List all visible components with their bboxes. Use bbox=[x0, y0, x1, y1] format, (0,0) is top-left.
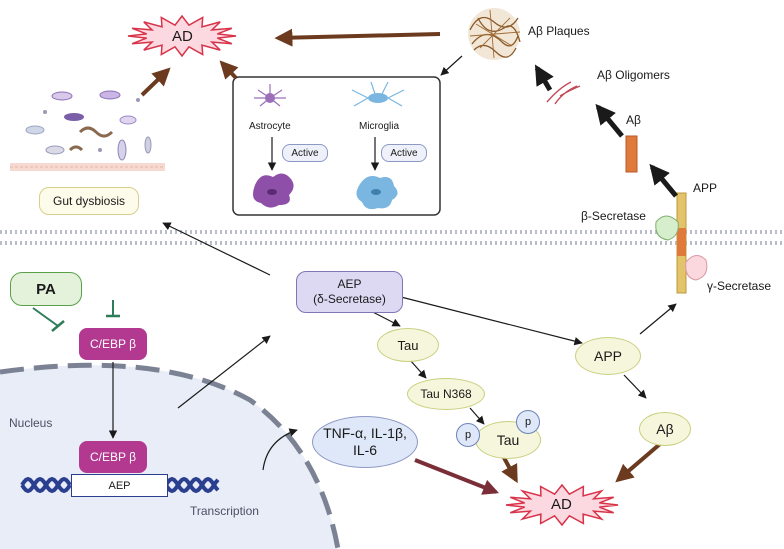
cebp-beta-nucleus: C/EBP β bbox=[79, 441, 147, 473]
arrows bbox=[32, 28, 678, 495]
beta-secretase-icon bbox=[655, 215, 679, 241]
dna-strand bbox=[20, 476, 220, 494]
phosphorylated-tau-oval: Tau bbox=[475, 421, 541, 459]
active-badge-astrocyte: Active bbox=[282, 144, 328, 162]
ab-oval: Aβ bbox=[639, 412, 691, 446]
aep-delta-secretase-box: AEP (δ-Secretase) bbox=[296, 271, 403, 313]
ab-oligomers-illustration bbox=[546, 81, 581, 105]
app-transmembrane-protein bbox=[625, 135, 687, 294]
gut-dysbiosis-box: Gut dysbiosis bbox=[39, 187, 139, 215]
nucleus-region bbox=[0, 362, 341, 549]
app-oval: APP bbox=[575, 337, 641, 375]
tau-n368-oval: Tau N368 bbox=[407, 378, 485, 410]
gamma-secretase-label: γ-Secretase bbox=[707, 279, 772, 293]
aep-label: AEP bbox=[337, 277, 362, 291]
beta-secretase-label: β-Secretase bbox=[581, 209, 646, 223]
astrocyte-icon bbox=[254, 84, 286, 107]
activated-astrocyte-icon bbox=[253, 173, 294, 208]
ab-label-top: Aβ bbox=[626, 113, 641, 127]
aep-gene-box: AEP bbox=[71, 474, 168, 497]
microglia-icon bbox=[351, 81, 405, 107]
nucleus-label: Nucleus bbox=[9, 416, 53, 430]
cell-membrane bbox=[0, 230, 784, 245]
app-label-top: APP bbox=[693, 181, 718, 195]
phosphate-badge-left: p bbox=[456, 423, 480, 447]
ab-oligomers-label: Aβ Oligomers bbox=[597, 68, 670, 82]
ad-label-top: AD bbox=[172, 28, 193, 45]
active-badge-microglia: Active bbox=[381, 144, 427, 162]
microglia-label: Microglia bbox=[359, 121, 400, 132]
delta-secretase-label: (δ-Secretase) bbox=[313, 292, 386, 306]
glial-cells-panel bbox=[232, 76, 441, 216]
cytokines-oval: TNF-α, IL-1β, IL-6 bbox=[312, 416, 418, 468]
cebp-beta-cytoplasm: C/EBP β bbox=[79, 328, 147, 360]
gut-microbiota-illustration bbox=[10, 90, 165, 171]
cytokines-line-2: IL-6 bbox=[352, 442, 378, 458]
tau-oval: Tau bbox=[377, 328, 439, 362]
astrocyte-label: Astrocyte bbox=[249, 121, 291, 132]
cytokines-line-1: TNF-α, IL-1β, bbox=[323, 425, 407, 441]
gamma-secretase-icon bbox=[685, 255, 708, 281]
pa-box: PA bbox=[10, 272, 82, 306]
ad-label-bottom: AD bbox=[551, 496, 572, 513]
transcription-label: Transcription bbox=[190, 504, 259, 518]
ab-plaques-illustration bbox=[468, 8, 521, 60]
activated-microglia-icon bbox=[356, 176, 398, 210]
ad-starburst-top bbox=[127, 14, 237, 58]
ab-plaques-label: Aβ Plaques bbox=[528, 24, 590, 38]
phosphate-badge-right: p bbox=[516, 410, 540, 434]
ad-starburst-bottom bbox=[505, 483, 619, 527]
